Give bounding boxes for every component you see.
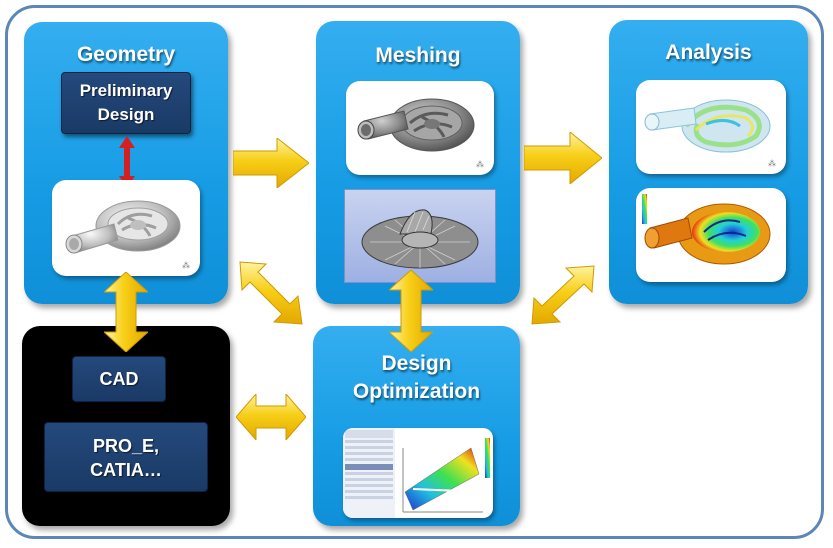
preliminary-design-line1: Preliminary bbox=[79, 81, 173, 100]
cad-tools-line2: CATIA… bbox=[90, 460, 162, 480]
volute-casing-image bbox=[65, 200, 181, 254]
design-optimization-panel: Design Optimization bbox=[313, 326, 520, 526]
design-optimization-line1: Design bbox=[381, 352, 452, 375]
pressure-contour-image bbox=[642, 194, 771, 265]
preliminary-design-box: Preliminary Design bbox=[61, 72, 191, 134]
analysis-panel: Analysis ⁂ bbox=[609, 20, 808, 304]
optimization-surface-image bbox=[343, 428, 490, 518]
yellow-arrow-icon-meshing-to-analysis bbox=[524, 132, 602, 184]
optimization-results-card bbox=[343, 428, 493, 518]
double-arrow-icon-geometry-optimization bbox=[239, 261, 303, 325]
double-arrow-icon-analysis-optimization bbox=[531, 265, 595, 325]
flow-streamlines-image bbox=[644, 99, 771, 153]
logo-icon: ⁂ bbox=[476, 160, 484, 169]
preliminary-design-line2: Design bbox=[97, 105, 155, 124]
pressure-contour-card bbox=[636, 188, 786, 282]
geometry-title: Geometry bbox=[76, 43, 176, 66]
logo-icon: ⁂ bbox=[768, 159, 776, 168]
cad-tools-box: PRO_E, CATIA… bbox=[44, 422, 208, 492]
geometry-panel: Geometry Preliminary Design ⁂ bbox=[24, 22, 228, 304]
meshed-casing-image bbox=[357, 98, 475, 152]
impeller-mesh-image bbox=[361, 209, 479, 269]
cad-panel: CAD PRO_E, CATIA… bbox=[22, 326, 230, 526]
yellow-arrow-icon-geometry-to-meshing bbox=[233, 138, 309, 188]
impeller-mesh-card bbox=[344, 189, 496, 283]
design-optimization-title: Design Optimization bbox=[313, 350, 520, 406]
geometry-model-card: ⁂ bbox=[52, 180, 200, 276]
analysis-title: Analysis bbox=[665, 41, 752, 64]
meshing-model-card: ⁂ bbox=[346, 81, 494, 175]
double-arrow-icon-cad-optimization bbox=[236, 394, 306, 440]
flow-streamlines-card: ⁂ bbox=[636, 80, 786, 174]
logo-icon: ⁂ bbox=[182, 261, 190, 270]
cad-tools-line1: PRO_E, bbox=[92, 436, 160, 456]
double-arrow-icon-meshing-optimization bbox=[389, 270, 433, 352]
design-optimization-line2: Optimization bbox=[352, 380, 481, 403]
meshing-panel: Meshing ⁂ bbox=[316, 21, 520, 304]
red-double-arrow-icon bbox=[119, 136, 135, 188]
cad-box: CAD bbox=[72, 356, 166, 402]
meshing-title: Meshing bbox=[375, 44, 461, 67]
double-arrow-icon-geometry-cad bbox=[104, 272, 148, 352]
